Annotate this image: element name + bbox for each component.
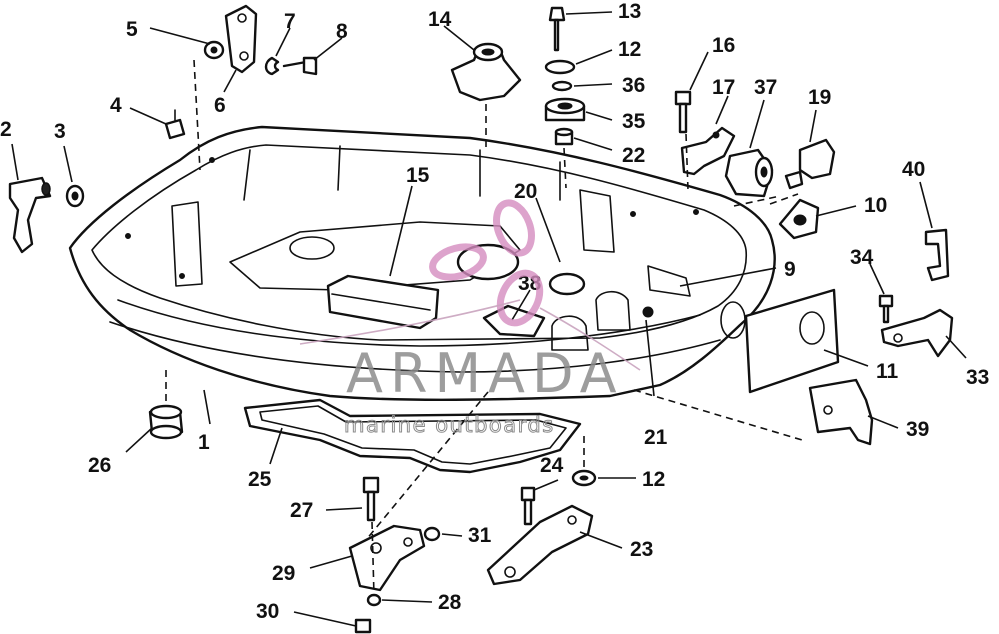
bracket-plate-39 (808, 378, 874, 446)
callout-label: 37 (754, 76, 777, 99)
callout-label: 34 (850, 246, 874, 269)
grommet-35 (544, 97, 586, 122)
callout-label: 35 (622, 110, 646, 133)
callout-label: 33 (966, 366, 989, 389)
callout-label: 23 (630, 538, 653, 561)
bushing-37 (724, 148, 774, 198)
callout-label: 31 (468, 524, 492, 547)
washer-36 (551, 80, 573, 92)
washer-12-top (544, 59, 576, 75)
lever-2 (8, 176, 52, 254)
callout-label: 5 (126, 18, 138, 41)
callout-label: 26 (88, 454, 111, 477)
callout-label: 28 (438, 591, 462, 614)
callout-label: 30 (256, 600, 279, 623)
washer-28 (366, 593, 382, 607)
callout-label: 6 (214, 94, 226, 117)
callout-label: 27 (290, 499, 313, 522)
bracket-17 (680, 126, 736, 176)
watermark-subtitle: marine outboards (344, 413, 555, 437)
washer-3 (65, 184, 85, 208)
bolt-27 (362, 476, 380, 522)
callout-label: 1 (198, 431, 210, 454)
bottom-seal-25 (243, 398, 582, 474)
callout-label: 8 (336, 20, 348, 43)
clip-40 (924, 228, 950, 282)
grommet-26 (148, 404, 184, 440)
callout-label: 17 (712, 76, 735, 99)
leader-lines (11, 11, 967, 627)
callout-label: 7 (284, 10, 296, 33)
callout-label: 25 (248, 468, 272, 491)
clip-7 (264, 56, 280, 76)
callout-label: 14 (428, 8, 452, 31)
callout-label: 3 (54, 120, 66, 143)
callout-labels: 1 2 3 4 5 6 7 8 9 10 11 12 12 13 14 15 1… (0, 0, 989, 623)
bracket-23 (486, 504, 594, 586)
callout-label: 40 (902, 158, 925, 181)
callout-label: 19 (808, 86, 831, 109)
screw-16 (674, 90, 692, 134)
callout-label: 4 (110, 94, 122, 117)
link-6 (224, 4, 258, 74)
callout-label: 21 (644, 426, 668, 449)
bracket-33 (880, 308, 954, 358)
nut-31 (423, 526, 441, 542)
callout-label: 12 (618, 38, 641, 61)
connector-19 (784, 138, 836, 190)
callout-label: 10 (864, 194, 887, 217)
callout-label: 15 (406, 164, 430, 187)
callout-label: 12 (642, 468, 665, 491)
grommet-14 (450, 42, 522, 102)
screw-30 (354, 618, 372, 634)
callout-label: 11 (876, 360, 899, 383)
callout-label: 13 (618, 0, 641, 23)
screw-34 (878, 294, 894, 324)
callout-label: 9 (784, 258, 796, 281)
watermark: ARMADA marine outboards (299, 199, 641, 438)
screw-8 (282, 56, 318, 76)
callout-label: 16 (712, 34, 735, 57)
bolt-13 (548, 6, 566, 52)
callout-label: 29 (272, 562, 295, 585)
washer-12-lower (571, 469, 597, 487)
watermark-title: ARMADA (346, 342, 624, 405)
callout-label: 24 (540, 454, 564, 477)
callout-label: 20 (514, 180, 537, 203)
watermark-logo-icon (299, 199, 641, 371)
fitting-4 (164, 109, 186, 140)
callout-label: 39 (906, 418, 929, 441)
spacer-22 (554, 127, 574, 146)
assembly-lines (165, 59, 803, 597)
callout-label: 36 (622, 74, 645, 97)
washer-5 (203, 40, 225, 60)
screw-24 (520, 486, 536, 526)
callout-label: 2 (0, 118, 12, 141)
gasket-plate-11 (744, 288, 840, 394)
grommet-10 (778, 198, 820, 240)
clamp-29 (348, 524, 426, 592)
callout-label: 22 (622, 144, 645, 167)
